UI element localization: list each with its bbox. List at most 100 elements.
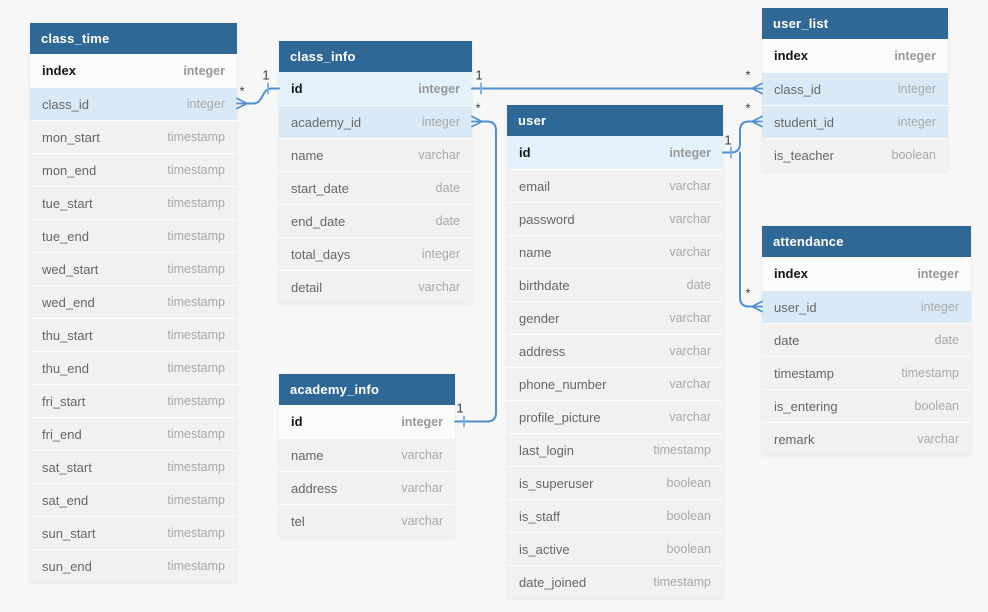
field-row-is-superuser: is_superuser boolean	[507, 466, 723, 499]
field-type: timestamp	[167, 361, 225, 375]
field-name: total_days	[291, 246, 351, 262]
field-name: remark	[774, 431, 815, 447]
field-name: is_active	[519, 541, 570, 557]
field-name: password	[519, 211, 575, 227]
field-type: timestamp	[167, 460, 225, 474]
crows-foot-icon	[236, 97, 248, 110]
field-name: mon_start	[42, 129, 100, 145]
field-type: integer	[186, 97, 225, 111]
field-row-start-date: start_date date	[279, 171, 472, 204]
field-row-date: date date	[762, 323, 971, 356]
field-name: is_superuser	[519, 475, 594, 491]
field-type: integer	[183, 63, 225, 78]
field-type: boolean	[914, 399, 960, 413]
field-type: timestamp	[167, 328, 225, 342]
field-type: timestamp	[167, 394, 225, 408]
field-name: timestamp	[774, 365, 834, 381]
relationship-line	[722, 120, 753, 154]
field-name: detail	[291, 279, 323, 295]
cardinality-label: *	[745, 286, 750, 301]
field-type: timestamp	[167, 295, 225, 309]
cardinality-label: *	[745, 68, 750, 83]
field-type: date	[435, 181, 460, 195]
field-name: end_date	[291, 213, 346, 229]
field-type: varchar	[669, 344, 711, 358]
field-name: wed_start	[42, 261, 99, 277]
field-name: gender	[519, 310, 560, 326]
field-type: timestamp	[167, 130, 225, 144]
table-header[interactable]: user_list	[762, 8, 948, 39]
table-header[interactable]: academy_info	[279, 374, 455, 405]
field-type: timestamp	[653, 575, 711, 589]
field-name: academy_id	[291, 114, 362, 130]
table-header[interactable]: class_time	[30, 23, 237, 54]
field-row-mon-start: mon_start timestamp	[30, 120, 237, 153]
field-type: integer	[920, 300, 959, 314]
field-type: varchar	[418, 280, 460, 294]
field-row-birthdate: birthdate date	[507, 268, 723, 301]
field-name: email	[519, 178, 551, 194]
cardinality-label: 1	[456, 401, 463, 416]
field-name: start_date	[291, 180, 349, 196]
field-type: integer	[401, 414, 443, 429]
field-type: timestamp	[167, 493, 225, 507]
field-row-date-joined: date_joined timestamp	[507, 565, 723, 598]
table-header[interactable]: user	[507, 105, 723, 136]
field-type: boolean	[666, 476, 712, 490]
field-type: varchar	[917, 432, 959, 446]
field-row-last-login: last_login timestamp	[507, 433, 723, 466]
field-type: timestamp	[167, 262, 225, 276]
field-row-password: password varchar	[507, 202, 723, 235]
table-header[interactable]: class_info	[279, 41, 472, 72]
field-type: date	[686, 278, 711, 292]
cardinality-label: *	[239, 84, 244, 99]
relationship-line	[739, 151, 753, 308]
field-type: integer	[669, 145, 711, 160]
field-type: timestamp	[653, 443, 711, 457]
field-name: address	[519, 343, 566, 359]
field-type: date	[934, 333, 959, 347]
field-name: student_id	[774, 114, 834, 130]
field-type: varchar	[401, 514, 443, 528]
field-name: sat_start	[42, 459, 92, 475]
field-type: varchar	[669, 212, 711, 226]
table-header[interactable]: attendance	[762, 226, 971, 257]
field-type: varchar	[669, 410, 711, 424]
field-name: date	[774, 332, 800, 348]
field-name: sun_end	[42, 558, 92, 574]
field-type: varchar	[418, 148, 460, 162]
field-name: fri_start	[42, 393, 86, 409]
field-name: sun_start	[42, 525, 96, 541]
field-name: birthdate	[519, 277, 570, 293]
field-type: integer	[897, 82, 936, 96]
field-name: last_login	[519, 442, 574, 458]
field-name: date_joined	[519, 574, 587, 590]
